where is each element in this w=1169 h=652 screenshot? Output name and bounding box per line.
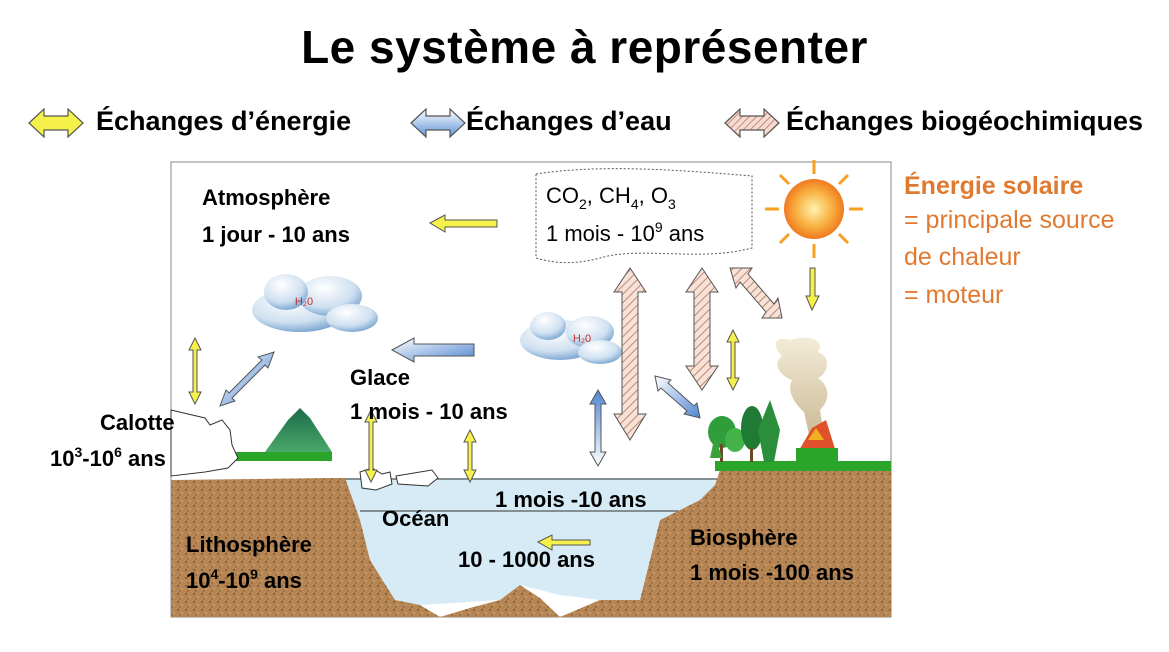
water-exchange-arrow-icon (410, 107, 466, 139)
floating-ice-small (395, 469, 439, 487)
bio-double-arrow-volcano (729, 267, 783, 319)
biogeochemical-exchange-arrow-icon (724, 107, 780, 139)
bio-double-arrow-ocean (613, 267, 647, 441)
left-grass (230, 452, 332, 461)
cloud-left (252, 274, 378, 332)
water-double-arrow-ocean-cloud (589, 388, 607, 468)
calotte-time: 103-106 ans (50, 444, 166, 471)
forest (708, 400, 780, 462)
water-double-arrow-calotte-cloud (219, 351, 275, 407)
ocean-surface-time: 1 mois -10 ans (495, 487, 647, 512)
solar-energy-heading: Énergie solaire (904, 172, 1084, 200)
energy-arrow-atmosphere (428, 214, 498, 233)
ocean (340, 478, 720, 605)
biosphere-name: Biosphère (690, 525, 798, 550)
gas-time: 1 mois - 109 ans (546, 219, 704, 246)
energy-double-arrow-biosphere (726, 328, 740, 392)
page-title: Le système à représenter (301, 21, 868, 73)
solar-energy-line2: de chaleur (904, 243, 1021, 271)
legend-bio-label: Échanges biogéochimiques (786, 106, 1144, 136)
energy-double-arrow-calotte (188, 336, 202, 406)
gas-line: CO2, CH4, O3 (546, 183, 676, 212)
bio-double-arrow-biosphere (685, 267, 719, 391)
ocean-name: Océan (382, 506, 449, 531)
ocean-deep-time: 10 - 1000 ans (458, 547, 595, 572)
energy-arrow-ocean (536, 534, 591, 551)
energy-arrow-sun-down (805, 267, 820, 312)
gas-callout (535, 168, 753, 264)
volcano (775, 337, 838, 462)
biosphere-time: 1 mois -100 ans (690, 560, 854, 585)
lithosphere-time: 104-109 ans (186, 566, 302, 593)
legend-energy-label: Échanges d’énergie (96, 106, 352, 136)
cloud-right-label: H₂0 (573, 333, 591, 345)
cloud-left-label: H₂0 (295, 296, 313, 308)
cloud-right (520, 312, 622, 364)
glace-name: Glace (350, 365, 410, 390)
water-arrow-glace-to-atmosphere (390, 337, 475, 363)
mountain (265, 408, 332, 452)
lithosphere-name: Lithosphère (186, 532, 312, 557)
right-grass (715, 461, 891, 471)
atmosphere-name: Atmosphère (202, 185, 330, 210)
solar-energy-line1: = principale source (904, 206, 1115, 234)
energy-double-arrow-glace (364, 408, 378, 484)
ice-cap (170, 409, 239, 477)
energy-double-arrow-ocean (463, 428, 477, 484)
sun-icon (765, 160, 863, 258)
water-double-arrow-biosphere-cloud (654, 375, 701, 419)
calotte-name: Calotte (100, 410, 175, 435)
energy-exchange-arrow-icon (28, 107, 84, 139)
atmosphere-time: 1 jour - 10 ans (202, 222, 350, 247)
lithosphere-land (171, 478, 440, 617)
solar-energy-line3: = moteur (904, 281, 1004, 309)
legend-water-label: Échanges d’eau (466, 106, 672, 136)
seafloor-mound (440, 585, 560, 617)
glace-time: 1 mois - 10 ans (350, 399, 508, 424)
biosphere-land (560, 470, 891, 617)
